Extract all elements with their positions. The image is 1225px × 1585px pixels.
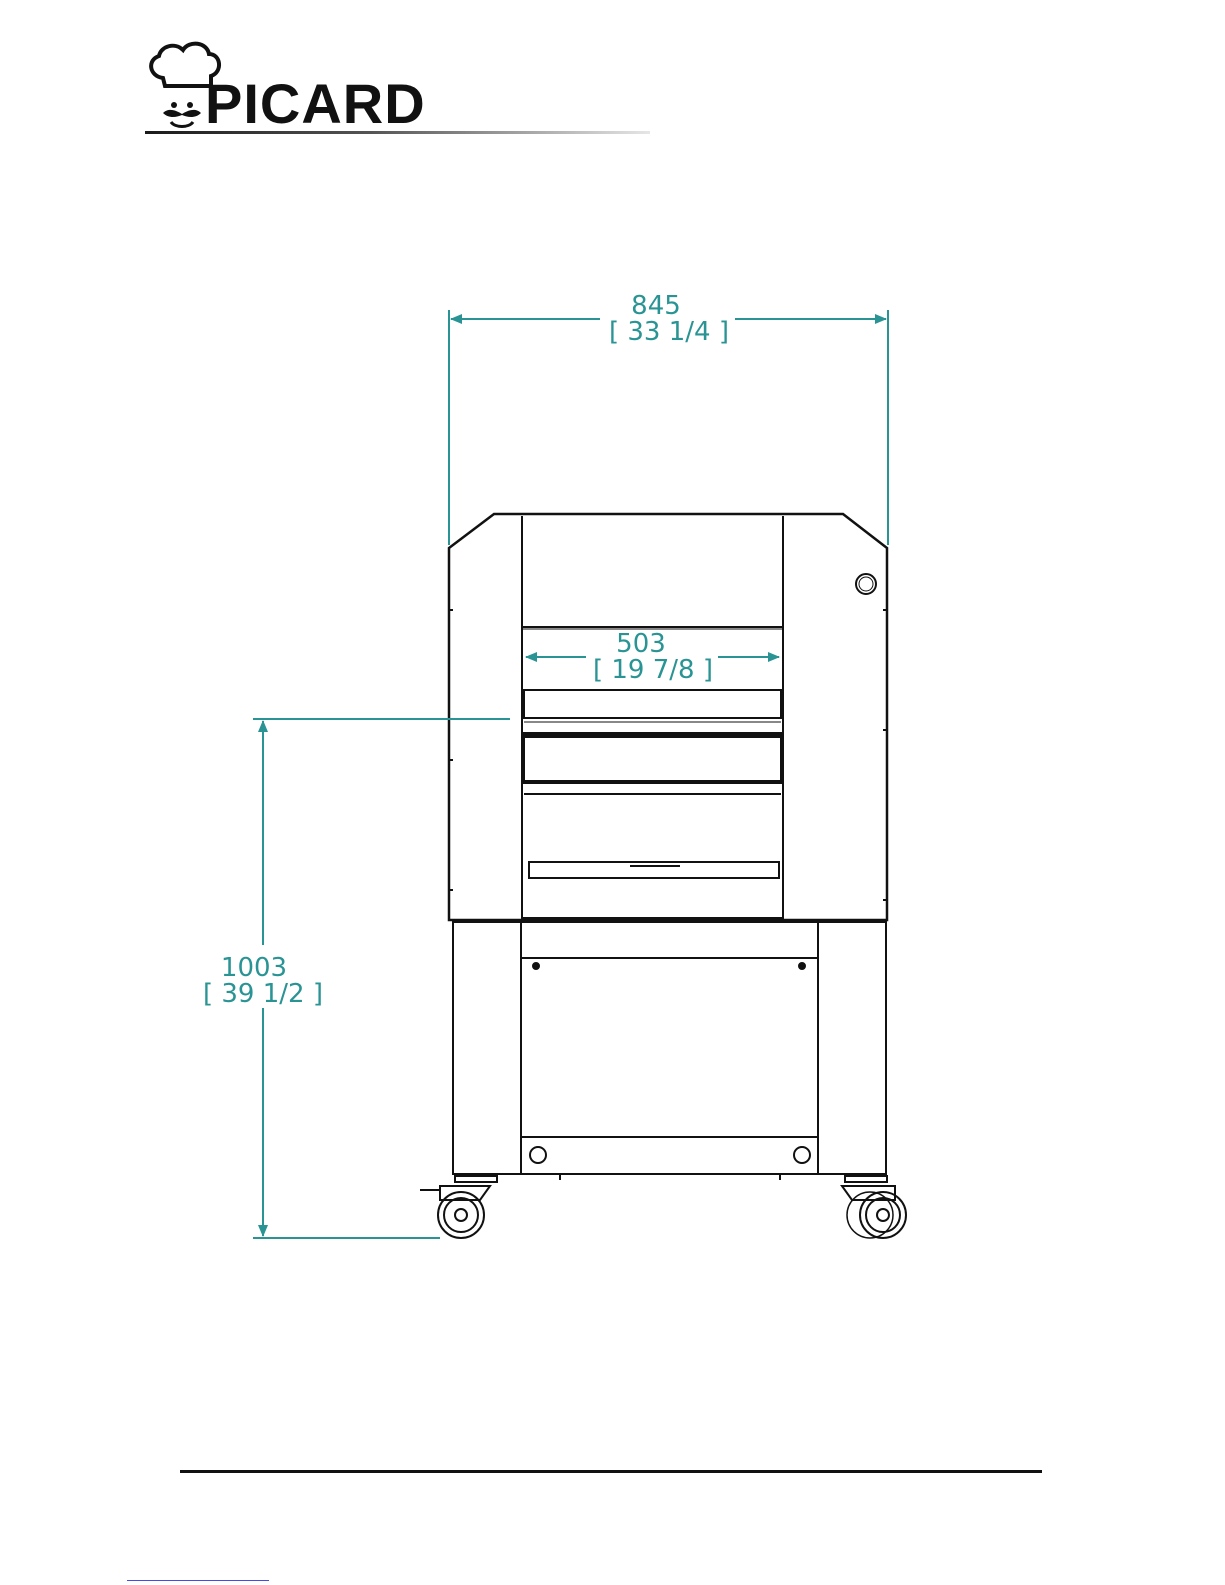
overall-width-in: [ 33 1/4 ] — [609, 317, 729, 347]
machine-outline — [420, 514, 906, 1238]
height-in: [ 39 1/2 ] — [203, 979, 323, 1009]
opening-width-in: [ 19 7/8 ] — [593, 655, 713, 685]
footer-rule — [180, 1470, 1042, 1473]
footer-link-underline[interactable] — [127, 1580, 269, 1581]
